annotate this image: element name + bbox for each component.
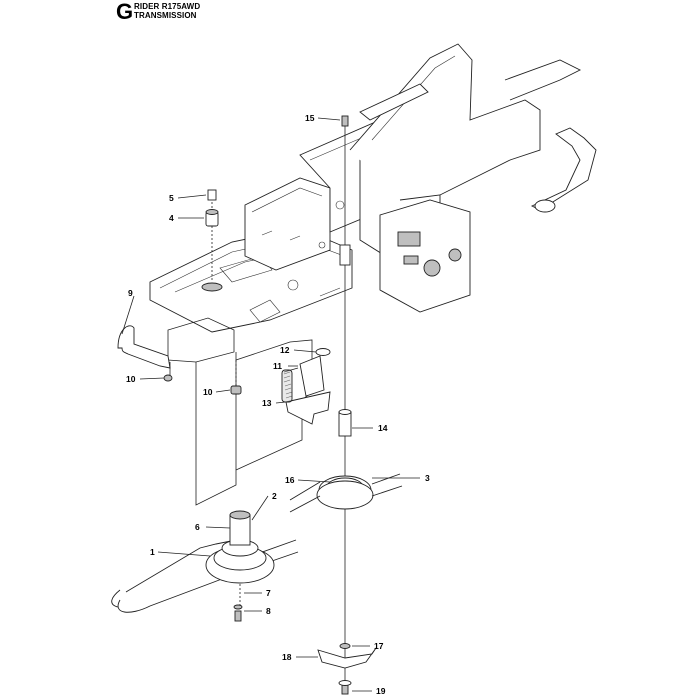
callout-15: 15 xyxy=(305,113,315,123)
callout-8: 8 xyxy=(266,606,271,616)
callout-labels: 15 5 4 9 12 11 10 10 13 14 16 3 2 6 1 7 … xyxy=(126,113,430,696)
callout-2: 2 xyxy=(272,491,277,501)
callout-10a: 10 xyxy=(126,374,136,384)
bottom-washer-blade xyxy=(317,643,377,695)
callout-13: 13 xyxy=(262,398,272,408)
callout-17: 17 xyxy=(374,641,384,651)
callout-10b: 10 xyxy=(203,387,213,397)
callout-9: 9 xyxy=(128,288,133,298)
tractor-frame xyxy=(149,43,597,333)
callout-6: 6 xyxy=(195,522,200,532)
callout-18: 18 xyxy=(282,652,292,662)
section-letter: G xyxy=(116,0,134,24)
callout-12: 12 xyxy=(280,345,290,355)
callout-14: 14 xyxy=(378,423,388,433)
leader-lines xyxy=(121,117,420,692)
callout-5: 5 xyxy=(169,193,174,203)
pulley-shaft-assembly xyxy=(338,115,352,680)
callout-3: 3 xyxy=(425,473,430,483)
model-name: RIDER R175AWD xyxy=(134,2,201,11)
lower-pulley xyxy=(111,510,299,622)
callout-1: 1 xyxy=(150,547,155,557)
callout-16: 16 xyxy=(285,475,295,485)
section-title: TRANSMISSION xyxy=(134,11,197,20)
callout-7: 7 xyxy=(266,588,271,598)
callout-4: 4 xyxy=(169,213,174,223)
pin-and-bushing xyxy=(205,189,219,280)
tension-arm xyxy=(281,348,331,425)
callout-11: 11 xyxy=(273,361,282,371)
upper-pulley xyxy=(289,473,403,513)
control-rod xyxy=(117,325,173,382)
callout-19: 19 xyxy=(376,686,386,696)
nut-10 xyxy=(230,360,242,395)
